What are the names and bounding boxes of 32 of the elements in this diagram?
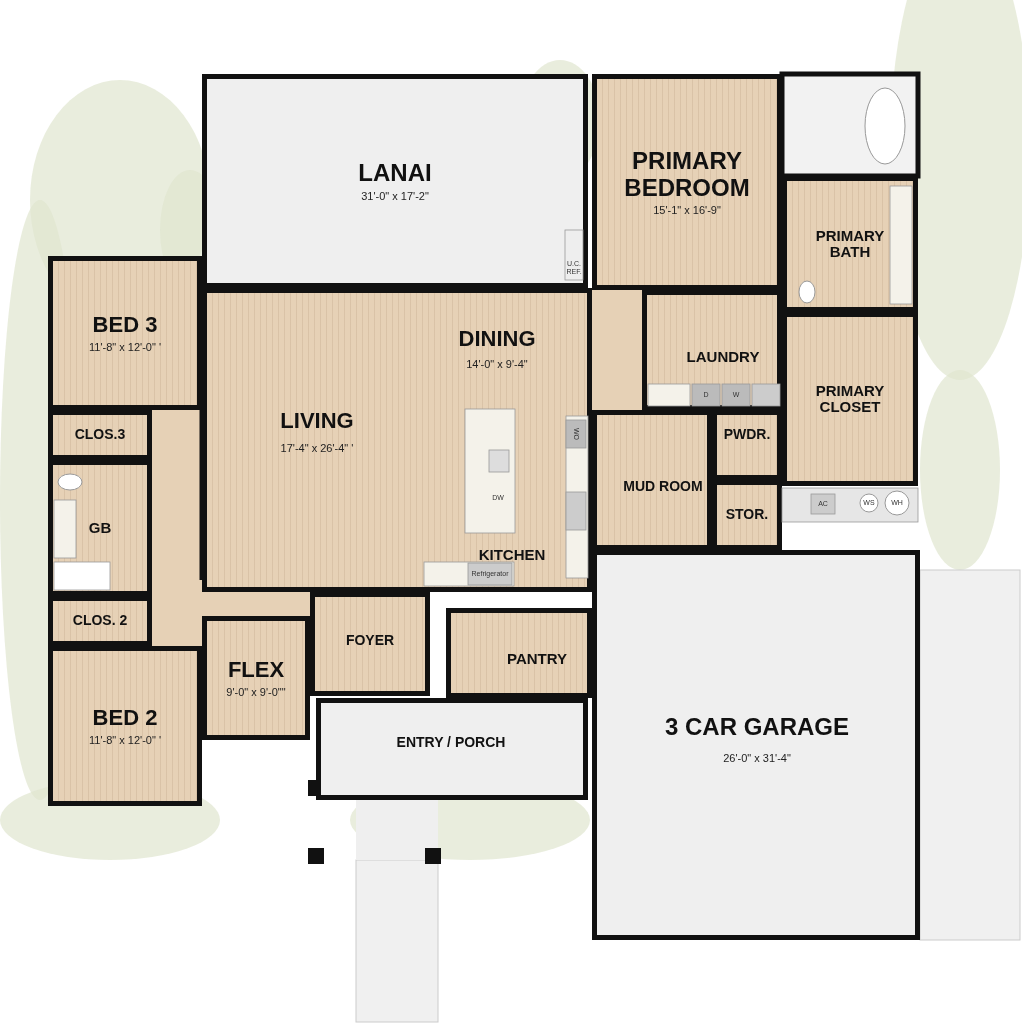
room-dimensions: 31'-0" x 17'-2": [361, 189, 429, 202]
room-name: PRIMARY BATH: [814, 227, 886, 261]
room-dimensions: 11'-8" x 12'-0" ': [89, 733, 161, 746]
room-name: STOR.: [725, 507, 769, 523]
room-name: LANAI: [358, 160, 432, 187]
room-name: MUD ROOM: [623, 479, 703, 495]
room-dimensions: 11'-8" x 12'-0" ': [89, 340, 161, 353]
room-name: FOYER: [345, 633, 395, 649]
room-name: BED 2: [92, 706, 158, 731]
room-name: PRIMARY BEDROOM: [623, 148, 751, 201]
room: [592, 550, 920, 940]
room-dimensions: 26'-0" x 31'-4": [723, 752, 791, 764]
room-dimensions: 14'-0" x 9'-4": [466, 358, 528, 370]
room-name: GB: [88, 519, 112, 537]
room-dimensions: 15'-1" x 16'-9": [653, 203, 721, 216]
room-name: PWDR.: [723, 427, 771, 443]
room-name: 3 CAR GARAGE: [665, 713, 849, 741]
room: [202, 74, 588, 288]
room-name: LIVING: [280, 408, 354, 434]
room-name: PRIMARY CLOSET: [814, 382, 886, 416]
room-name: LAUNDRY: [686, 348, 760, 366]
room-name: CLOS. 2: [72, 613, 128, 629]
room-name: FLEX: [227, 658, 285, 683]
room-name: KITCHEN: [478, 546, 546, 564]
room-name: PANTRY: [507, 650, 567, 668]
room-name: CLOS.3: [74, 427, 126, 443]
room: [316, 698, 588, 800]
room-name: ENTRY / PORCH: [396, 735, 506, 751]
room-name: DINING: [458, 326, 536, 352]
room-dimensions: 17'-4" x 26'-4" ': [280, 442, 354, 454]
room-name: BED 3: [92, 313, 158, 338]
room-dimensions: 9'-0" x 9'-0"": [226, 685, 286, 698]
